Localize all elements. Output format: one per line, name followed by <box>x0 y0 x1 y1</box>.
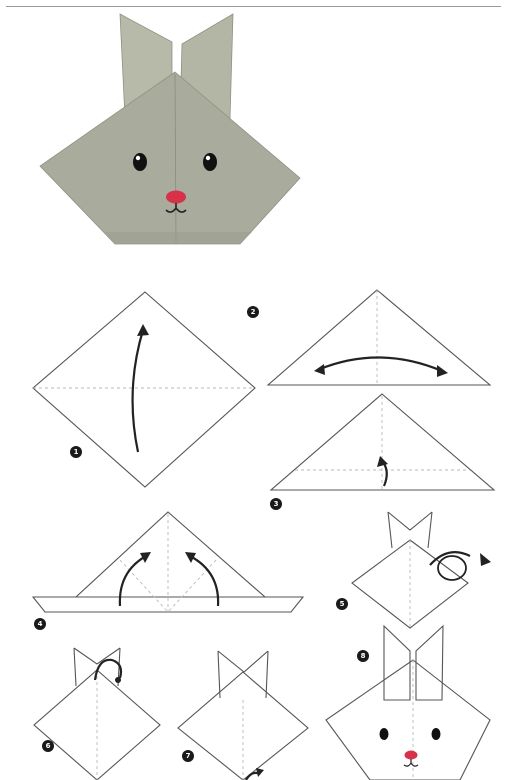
step-5-diagram: 5 <box>336 512 491 628</box>
step-number-badge: 8 <box>357 650 369 662</box>
arrow-head <box>480 553 491 566</box>
bunny-bottom-fold-shade <box>105 232 252 244</box>
svg-text:5: 5 <box>340 600 345 608</box>
step-number-badge: 7 <box>182 750 194 762</box>
step-7-diagram: 7 <box>178 651 308 780</box>
step-number-badge: 1 <box>70 446 82 458</box>
step-number-badge: 5 <box>336 598 348 610</box>
step-1-diagram: 1 <box>33 292 255 487</box>
step-8-diagram: 8 <box>326 626 490 780</box>
svg-text:4: 4 <box>38 620 43 628</box>
fold-left-corner-arrow <box>120 556 146 606</box>
finished-bunny-illustration <box>40 14 300 244</box>
step-2-diagram: 2 <box>247 290 490 385</box>
svg-text:3: 3 <box>274 500 279 508</box>
step-number-badge: 4 <box>34 618 46 630</box>
step-number-badge: 6 <box>42 740 54 752</box>
fold-right-corner-arrow <box>190 556 218 606</box>
bunny-right-eye <box>432 728 441 740</box>
svg-text:7: 7 <box>186 752 191 760</box>
fold-tip-up-arrow <box>383 462 387 486</box>
step-3-diagram: 3 <box>270 394 494 510</box>
arrow-head <box>377 456 388 467</box>
bunny-left-eye <box>133 153 147 171</box>
step-6-diagram: 6 <box>34 648 160 780</box>
arrow-head <box>137 324 149 336</box>
svg-text:8: 8 <box>361 652 366 660</box>
arrow-head <box>115 677 121 683</box>
rotate-loop <box>438 556 466 580</box>
arrow-head <box>256 768 264 777</box>
fold-up-arrow <box>133 330 143 452</box>
step-4-diagram: 4 <box>33 512 303 630</box>
bunny-head <box>40 72 300 244</box>
step-number-badge: 3 <box>270 498 282 510</box>
bunny-mouth <box>404 759 418 766</box>
step-number-badge: 2 <box>247 306 259 318</box>
svg-text:6: 6 <box>46 742 51 750</box>
svg-text:1: 1 <box>74 448 79 456</box>
bunny-nose <box>166 191 186 204</box>
bunny-left-eye <box>380 728 389 740</box>
svg-text:2: 2 <box>251 308 256 316</box>
fold-both-ways-arrow <box>320 357 442 371</box>
bunny-right-eye-highlight <box>206 156 210 160</box>
arrow-head-right <box>437 365 448 377</box>
arrow-head-left <box>314 364 325 375</box>
bunny-left-eye-highlight <box>136 156 140 160</box>
bunny-right-eye <box>203 153 217 171</box>
bunny-nose <box>405 751 418 760</box>
